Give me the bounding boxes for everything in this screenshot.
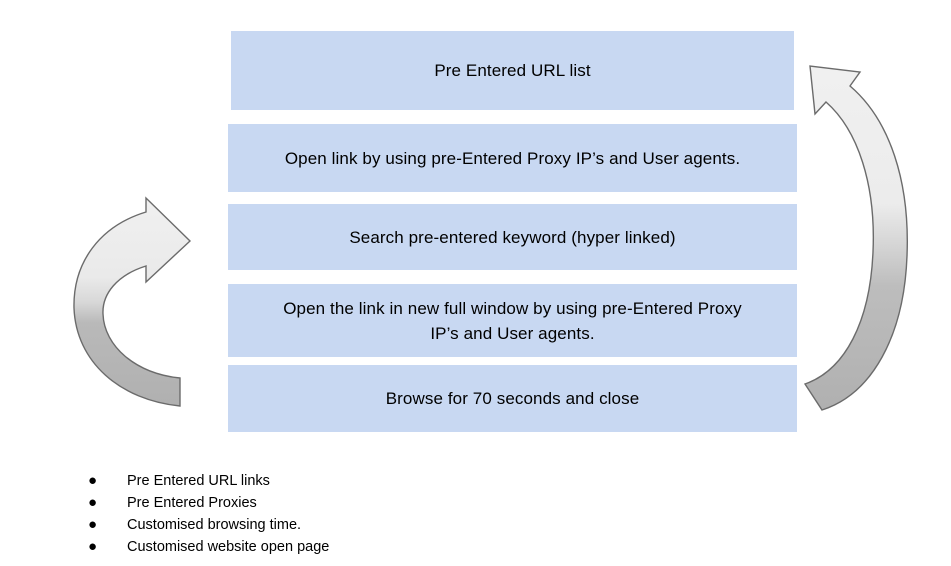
list-item: ● Customised browsing time. [88, 514, 508, 536]
bullet-icon: ● [88, 516, 98, 533]
flow-step-label-4-line-1: Open the link in new full window by usin… [283, 298, 742, 318]
curved-arrow-icon-right [803, 65, 908, 411]
list-item-label: Customised website open page [127, 539, 330, 555]
list-item: ● Pre Entered URL links [88, 470, 508, 492]
list-item-label: Pre Entered URL links [127, 473, 270, 489]
feature-list: ● Pre Entered URL links ● Pre Entered Pr… [88, 470, 508, 558]
list-item-label: Customised browsing time. [127, 517, 302, 533]
flow-step-label-2: Open link by using pre-Entered Proxy IP’… [284, 148, 741, 168]
flow-step-box-5[interactable]: Browse for 70 seconds and close [228, 365, 797, 432]
flow-step-label-3: Search pre-entered keyword (hyper linked… [349, 227, 676, 247]
bullet-icon: ● [88, 494, 98, 511]
curved-arrow-shape-right [803, 65, 908, 411]
curved-arrow-icon-left [73, 196, 192, 407]
flow-step-label-5: Browse for 70 seconds and close [385, 389, 640, 408]
flow-step-label-4: Open the link in new full window by usin… [283, 296, 742, 346]
list-item: ● Customised website open page [88, 536, 508, 558]
flow-step-box-1[interactable]: Pre Entered URL list [231, 31, 794, 110]
flow-step-box-2[interactable]: Open link by using pre-Entered Proxy IP’… [228, 124, 797, 192]
list-item: ● Pre Entered Proxies [88, 492, 508, 514]
flow-step-box-4[interactable]: Open the link in new full window by usin… [228, 284, 797, 357]
bullet-icon: ● [88, 538, 98, 555]
curved-arrow-shape-left [73, 196, 192, 407]
bullet-icon: ● [88, 472, 98, 489]
flow-step-label-1: Pre Entered URL list [434, 61, 591, 80]
flow-step-label-4-line-2: IP’s and User agents. [430, 323, 595, 343]
flow-step-box-3[interactable]: Search pre-entered keyword (hyper linked… [228, 204, 797, 270]
list-item-label: Pre Entered Proxies [127, 495, 257, 511]
